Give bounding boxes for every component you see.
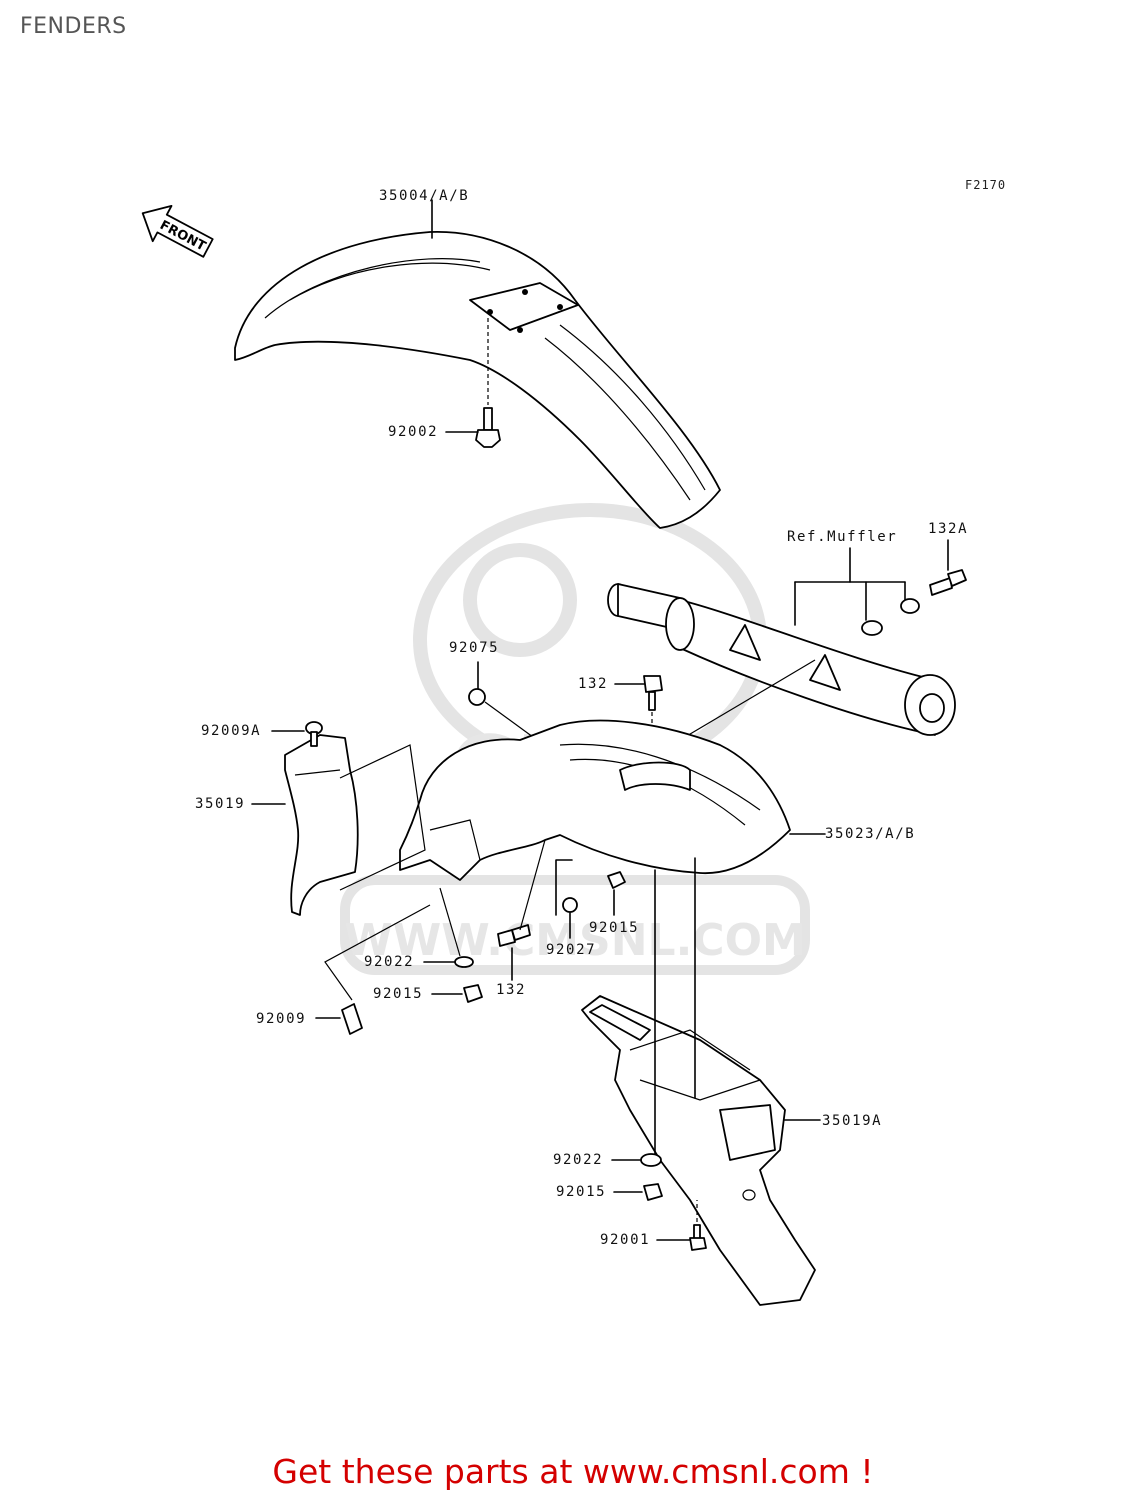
page-title: FENDERS xyxy=(20,14,127,39)
nut-92015-low-drawing xyxy=(643,1183,663,1201)
callout-132-top: 132 xyxy=(578,676,609,692)
figure-code: F2170 xyxy=(965,178,1007,192)
callout-92027: 92027 xyxy=(546,942,597,958)
callout-92022-left: 92022 xyxy=(364,954,415,970)
callout-35023: 35023/A/B xyxy=(825,826,916,842)
grommet-92075-drawing xyxy=(468,688,486,706)
callout-ref-muffler: Ref.Muffler xyxy=(787,529,898,545)
callout-35019a: 35019A xyxy=(822,1113,883,1129)
bolt-92001-drawing xyxy=(689,1224,707,1251)
bolt-132-bottom-drawing xyxy=(497,924,531,947)
front-direction-arrow: FRONT xyxy=(141,204,214,258)
callout-92002: 92002 xyxy=(388,424,439,440)
watermark-url: WWW.CMSNL.COM xyxy=(344,915,806,966)
rear-fender-drawing xyxy=(399,719,791,881)
mud-flap-35019-drawing xyxy=(284,734,359,916)
nut-92015-left-drawing xyxy=(463,984,483,1003)
callout-92009: 92009 xyxy=(256,1011,307,1027)
collar-92027-drawing xyxy=(562,897,578,913)
callout-92015-mid: 92015 xyxy=(589,920,640,936)
callout-35004: 35004/A/B xyxy=(379,188,470,204)
callout-132a: 132A xyxy=(928,521,969,537)
callout-92015-low: 92015 xyxy=(556,1184,607,1200)
footer-link[interactable]: Get these parts at www.cmsnl.com ! xyxy=(272,1452,874,1491)
muffler-drawing xyxy=(607,583,956,736)
screw-92009-drawing xyxy=(341,1003,363,1035)
front-fender-drawing xyxy=(234,231,721,529)
callout-35019: 35019 xyxy=(195,796,246,812)
bolt-132a-drawing xyxy=(929,569,967,596)
callout-92001: 92001 xyxy=(600,1232,651,1248)
flap-35019a-drawing xyxy=(581,995,816,1306)
callout-92015-left: 92015 xyxy=(373,986,424,1002)
callout-92009a: 92009A xyxy=(201,723,262,739)
bolt-92002-drawing xyxy=(475,407,501,448)
nut-92015-mid-drawing xyxy=(607,871,626,889)
bolt-92009a-drawing xyxy=(305,721,323,747)
callout-92075: 92075 xyxy=(449,640,500,656)
muffler-grommets xyxy=(861,598,920,636)
callout-132-bottom: 132 xyxy=(496,982,527,998)
callout-92022-low: 92022 xyxy=(553,1152,604,1168)
washer-92022-low-drawing xyxy=(640,1153,662,1167)
bolt-132-top-drawing xyxy=(643,675,663,711)
washer-92022-left-drawing xyxy=(454,956,474,968)
